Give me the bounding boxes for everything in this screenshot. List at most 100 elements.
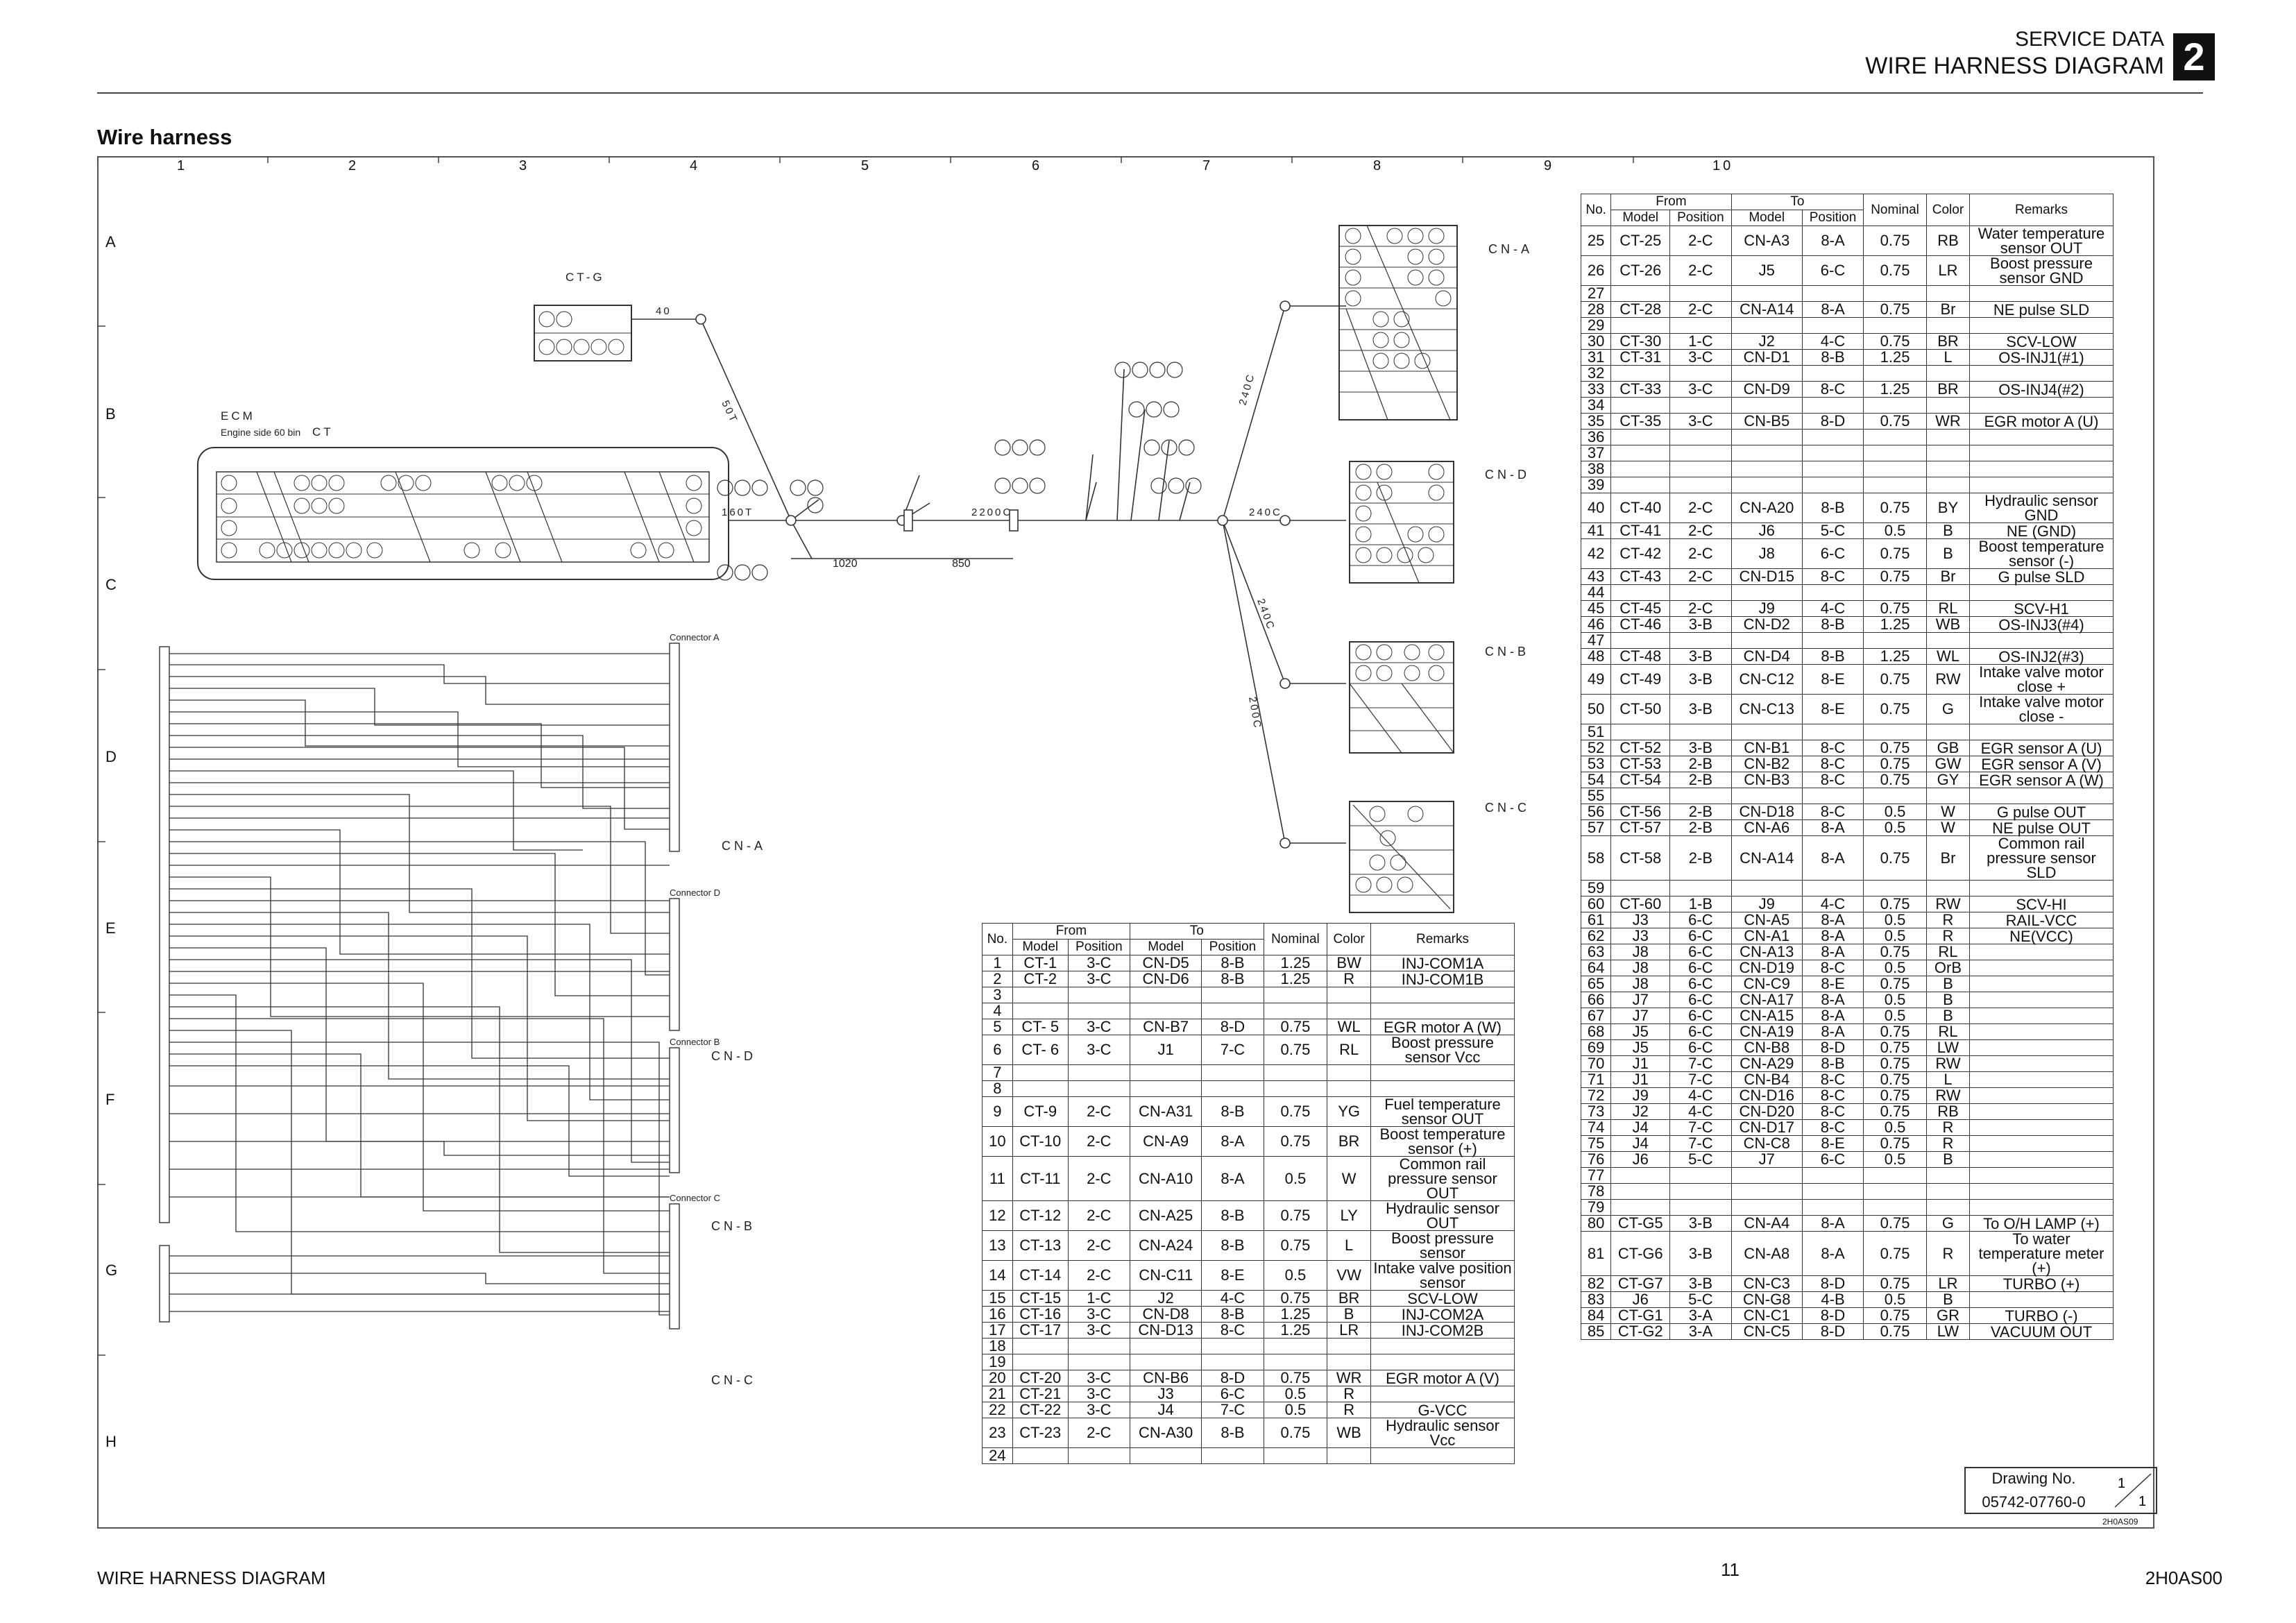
table-cell: 2-C xyxy=(1067,1260,1130,1291)
table-cell: J9 xyxy=(1610,1087,1671,1104)
table-cell xyxy=(1263,1338,1328,1354)
table-cell: B xyxy=(1925,1008,1971,1024)
table-cell: 0.75 xyxy=(1263,1290,1328,1307)
table-cell: 8-D xyxy=(1801,1275,1864,1292)
table-cell xyxy=(1201,1080,1264,1097)
table-row: 32 xyxy=(1580,365,2114,382)
table-cell: J6 xyxy=(1730,522,1803,539)
wire-table-25-85: No. From To Nominal Color Remarks Model … xyxy=(1580,194,2114,1340)
table-cell: 23 xyxy=(982,1418,1013,1448)
table-cell: CT- 6 xyxy=(1012,1035,1069,1065)
table-cell: 2-C xyxy=(1669,538,1732,569)
table-cell: 8-E xyxy=(1801,976,1864,992)
table-cell xyxy=(1801,1199,1864,1216)
table-cell xyxy=(1925,477,1971,493)
table-cell: CN-D16 xyxy=(1730,1087,1803,1104)
table-cell: CT-12 xyxy=(1012,1200,1069,1231)
table-row: 37 xyxy=(1580,445,2114,461)
table-cell: B xyxy=(1925,538,1971,569)
table-cell: CT-40 xyxy=(1610,493,1671,523)
table-cell: 6 xyxy=(982,1035,1013,1065)
ecm-label: ECM xyxy=(221,409,255,423)
table-cell xyxy=(1730,397,1803,414)
drawing-number-label: Drawing No. xyxy=(1991,1470,2076,1487)
table-cell: SCV-HI xyxy=(1969,896,2114,912)
grid-col-7: 7 xyxy=(1202,158,1214,173)
table-cell xyxy=(1969,944,2114,960)
table-cell xyxy=(1863,445,1927,461)
table-cell: Hydraulic sensor OUT xyxy=(1370,1200,1515,1231)
cn-d-strip-label: CN-D xyxy=(711,1049,756,1063)
table-cell: 8-B xyxy=(1201,1200,1264,1231)
table-cell: INJ-COM1A xyxy=(1370,955,1515,971)
len-2200c: 2200C xyxy=(971,507,1012,518)
table-cell: WL xyxy=(1925,648,1971,665)
table-cell: W xyxy=(1327,1156,1371,1201)
table-cell: 8-C xyxy=(1801,1071,1864,1088)
table-cell: 26 xyxy=(1580,255,1612,286)
table-cell xyxy=(1067,1003,1130,1019)
grid-row-b: B xyxy=(105,405,116,423)
pin-strips xyxy=(159,643,680,1329)
table-cell xyxy=(1327,1003,1371,1019)
table-cell: 0.75 xyxy=(1863,1323,1927,1340)
table-cell: 3-B xyxy=(1669,1215,1732,1232)
table-cell: 8-D xyxy=(1801,1323,1864,1340)
table-cell: 8-A xyxy=(1801,1231,1864,1276)
col-from-position: Position xyxy=(1669,210,1732,226)
table-cell xyxy=(1925,1167,1971,1184)
table-cell xyxy=(1067,1064,1130,1081)
table-cell: CT-48 xyxy=(1610,648,1671,665)
table-cell: OrB xyxy=(1925,960,1971,976)
table-cell: J7 xyxy=(1610,1008,1671,1024)
table-cell xyxy=(1669,429,1732,445)
table-cell xyxy=(1925,365,1971,382)
table-cell: 0.5 xyxy=(1263,1386,1328,1402)
table-cell: SCV-LOW xyxy=(1969,333,2114,350)
grid-col-5: 5 xyxy=(861,158,872,173)
table-cell xyxy=(1863,632,1927,649)
col-from-position: Position xyxy=(1067,939,1130,955)
table-cell: 3-C xyxy=(1067,1322,1130,1339)
table-cell: 8-B xyxy=(1801,1055,1864,1072)
table-cell xyxy=(1730,880,1803,897)
table-cell xyxy=(1969,365,2114,382)
table-cell xyxy=(1969,461,2114,477)
drawing-sheet-count: 1 1 xyxy=(2114,1473,2152,1509)
table-cell xyxy=(1610,880,1671,897)
table-cell: EGR motor A (U) xyxy=(1969,413,2114,430)
table-cell: OS-INJ4(#2) xyxy=(1969,381,2114,398)
grid-row-g: G xyxy=(105,1261,118,1279)
table-cell xyxy=(1669,1199,1732,1216)
table-cell: 71 xyxy=(1580,1071,1612,1088)
table-cell: 27 xyxy=(1580,285,1612,302)
table-row: 19 xyxy=(982,1354,1515,1370)
table-cell: 0.5 xyxy=(1863,819,1927,836)
table-cell: 0.75 xyxy=(1863,413,1927,430)
table-cell: 6-C xyxy=(1201,1386,1264,1402)
table-cell xyxy=(1067,987,1130,1003)
table-cell: 0.75 xyxy=(1863,756,1927,772)
table-cell xyxy=(1610,477,1671,493)
table-cell: 46 xyxy=(1580,616,1612,633)
table-cell xyxy=(1370,987,1515,1003)
table-cell: CN-C12 xyxy=(1730,664,1803,695)
table-cell: R xyxy=(1925,1119,1971,1136)
table-cell: YG xyxy=(1327,1096,1371,1127)
table-cell xyxy=(1730,584,1803,601)
table-cell xyxy=(1012,1080,1069,1097)
table-cell: RL xyxy=(1925,944,1971,960)
table-cell: CN-C5 xyxy=(1730,1323,1803,1340)
table-cell: CN-B4 xyxy=(1730,1071,1803,1088)
table-cell: 3-A xyxy=(1669,1323,1732,1340)
